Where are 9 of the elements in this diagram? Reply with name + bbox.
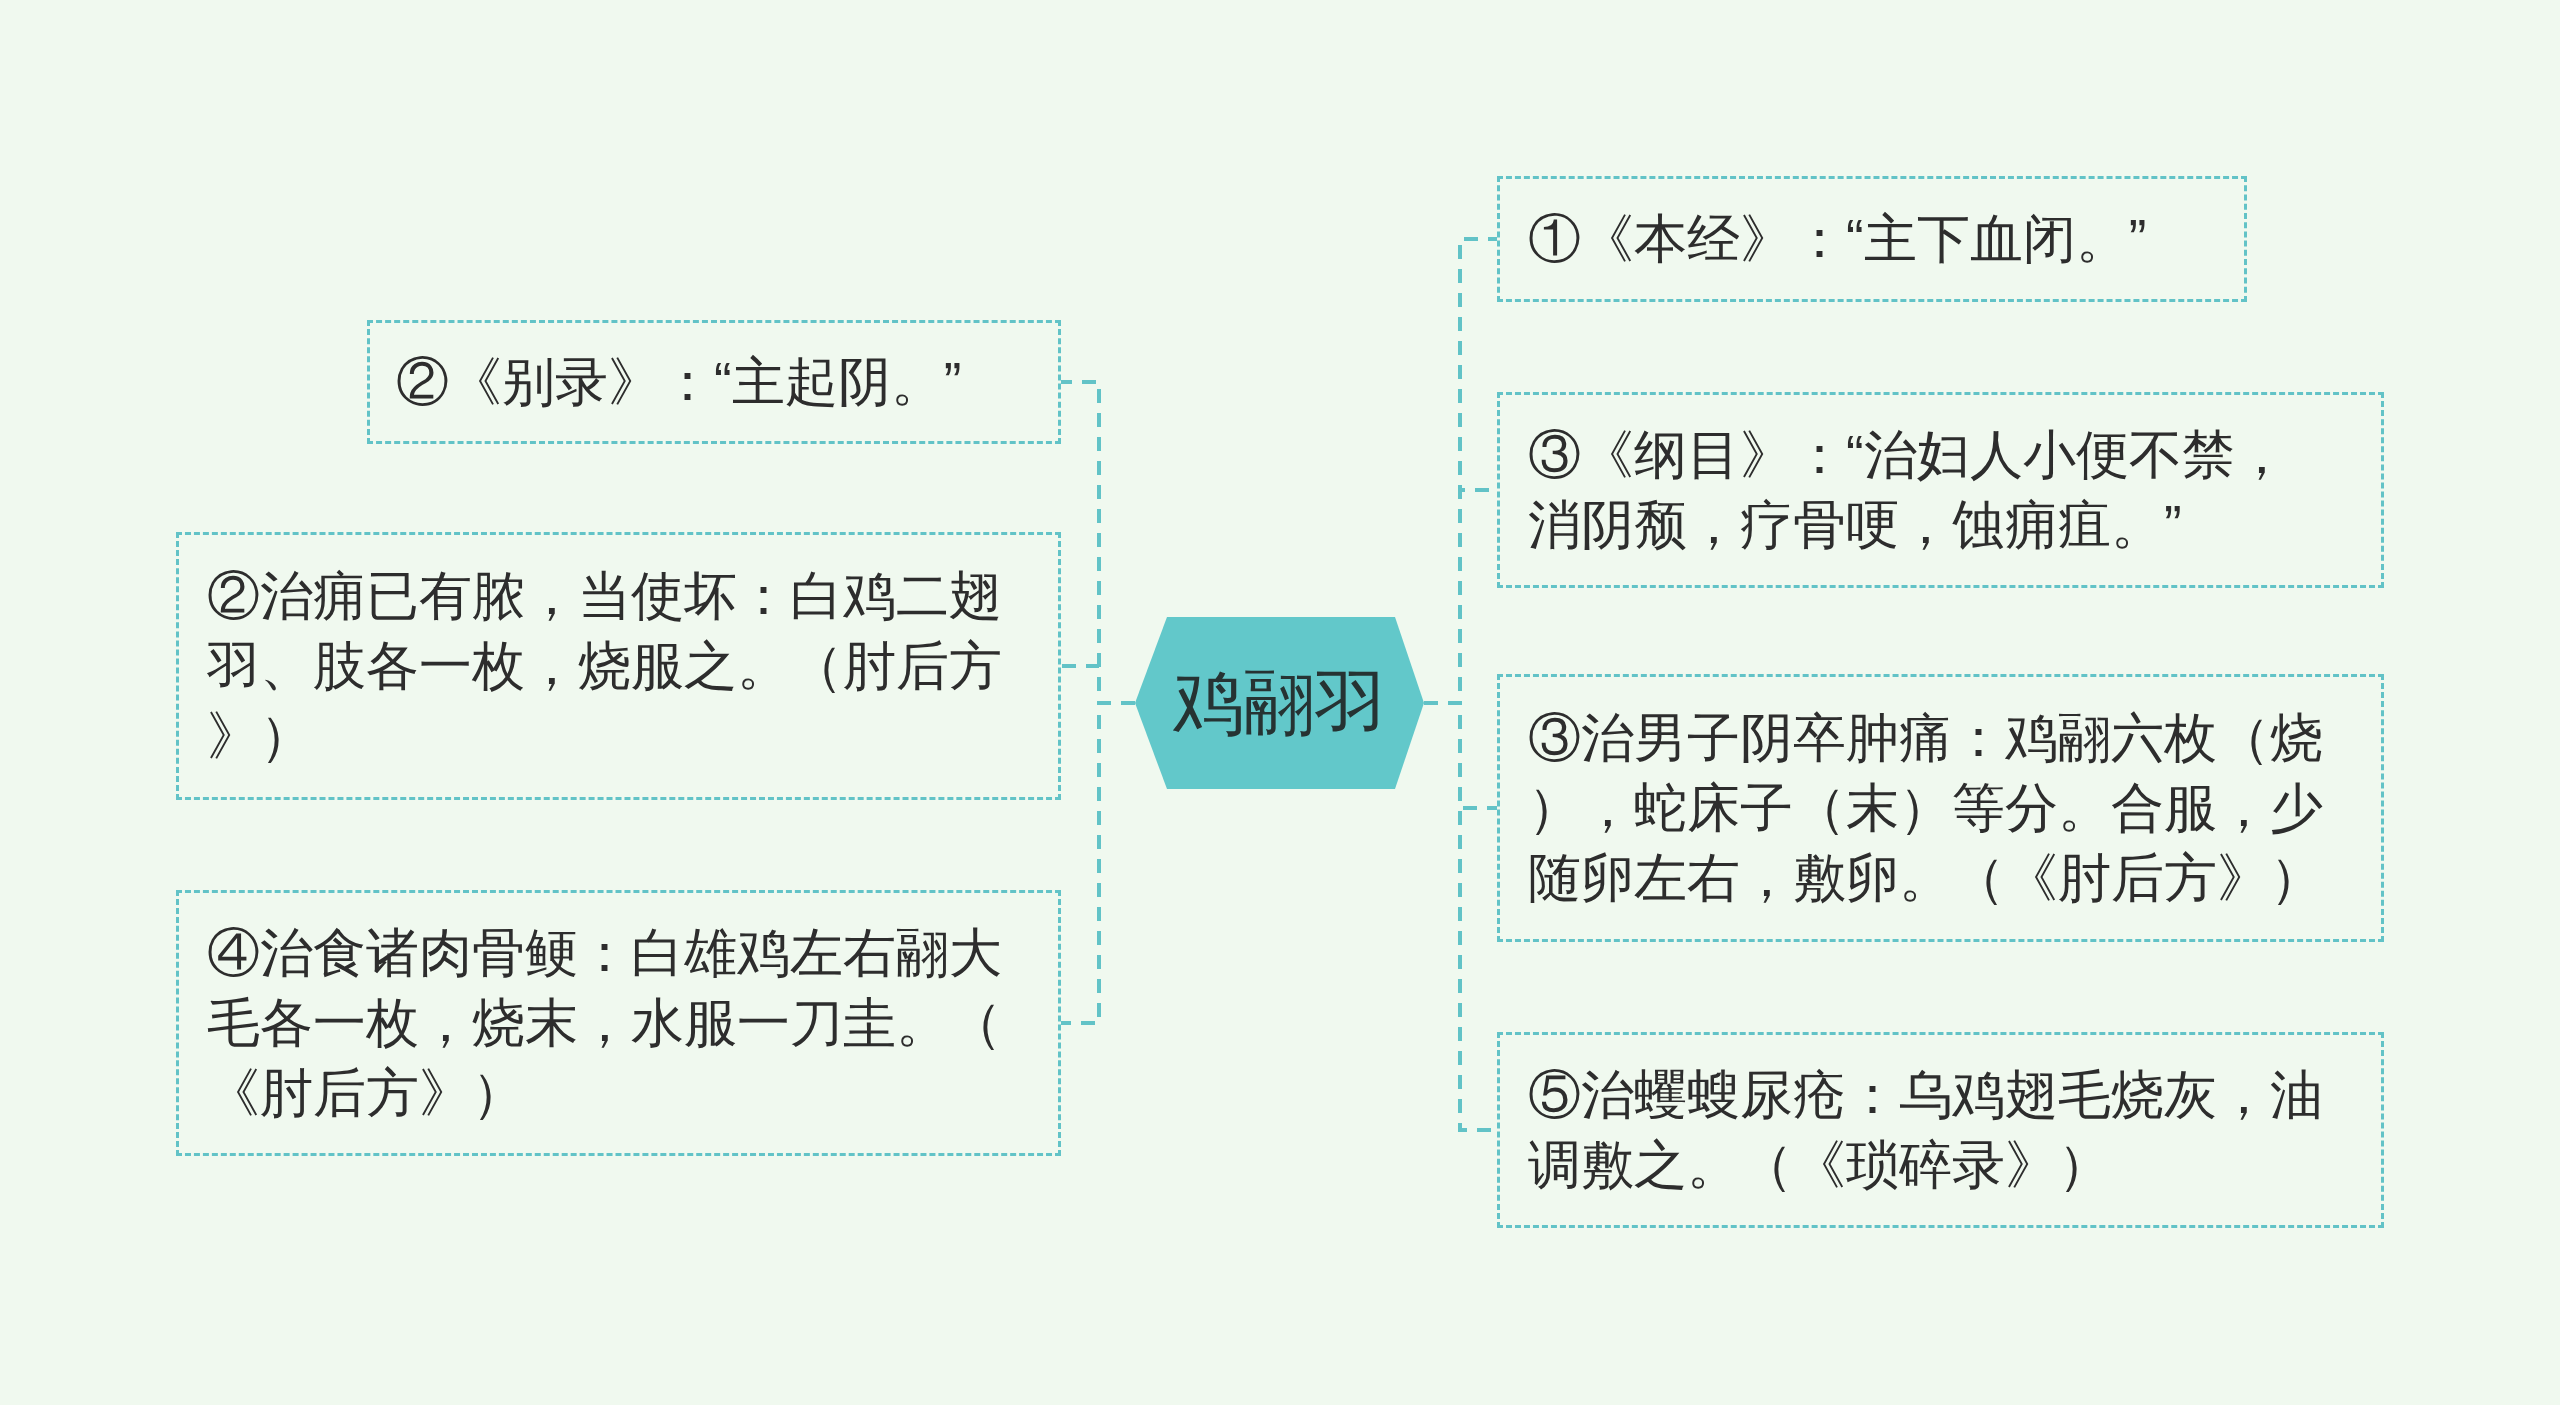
text-box: ①《本经》：“主下血闭。” [1497,176,2247,302]
text-box: ③治男子阴卒肿痛：鸡翮六枚（烧），蛇床子（末）等分。合服，少随卵左右，敷卵。（《肘后方》） [1497,674,2384,942]
text-box: ⑤治蠼螋尿疮：乌鸡翅毛烧灰，油调敷之。（《琐碎录》） [1497,1032,2384,1228]
text-box: ②《别录》：“主起阴。” [367,320,1061,444]
hexagon-topic: 鸡翮羽 [1135,617,1424,789]
connector-line [1061,701,1135,1025]
text-box: ④治食诸肉骨鲠：白雄鸡左右翮大毛各一枚，烧末，水服一刀圭。（《肘后方》） [176,890,1061,1156]
text-box: ②治痈已有脓，当使坏：白鸡二翅羽、肢各一枚，烧服之。（肘后方》） [176,532,1061,800]
text-box: ③《纲目》：“治妇人小便不禁，消阴颓，疗骨哽，蚀痈疽。” [1497,392,2384,588]
